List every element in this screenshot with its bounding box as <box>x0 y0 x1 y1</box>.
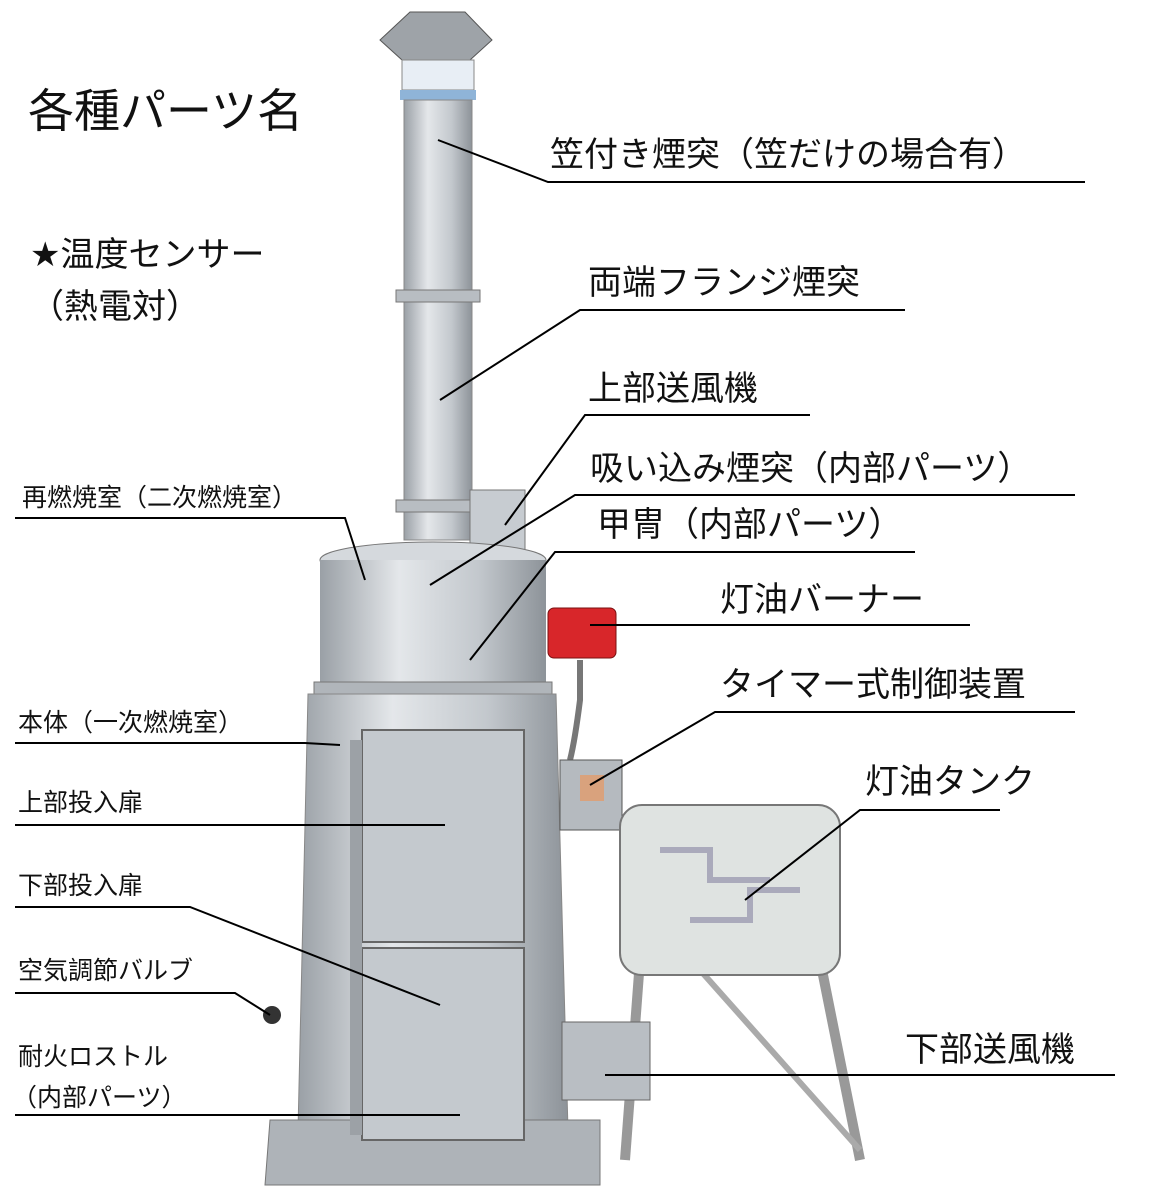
kerosene-burner <box>547 607 617 659</box>
upper-door <box>361 729 525 943</box>
upper-blower <box>469 489 526 551</box>
label-main-body: 本体（一次燃焼室） <box>18 708 244 737</box>
afterburn-chamber <box>313 541 553 695</box>
label-upper-blower: 上部送風機 <box>588 369 758 409</box>
chimney <box>379 11 493 541</box>
air-valve <box>263 1006 281 1024</box>
label-grate: 耐火ロストル <box>18 1042 169 1071</box>
label-chimney-cap: 笠付き煙突（笠だけの場合有） <box>550 135 1026 175</box>
label-air-valve: 空気調節バルブ <box>18 956 194 985</box>
leader-lines <box>15 139 1115 1116</box>
label-kerosene-tank: 灯油タンク <box>865 762 1035 802</box>
label-lower-blower: 下部送風機 <box>905 1030 1075 1070</box>
label-grate-sub: （内部パーツ） <box>12 1083 187 1112</box>
label-lower-door: 下部投入扉 <box>18 871 144 900</box>
page-title: 各種パーツ名 <box>28 84 304 138</box>
label-afterburn-chamber: 再燃焼室（二次燃焼室） <box>22 483 298 512</box>
sensor-label: ★温度センサー <box>30 235 265 275</box>
label-suction-chimney: 吸い込み煙突（内部パーツ） <box>590 449 1032 489</box>
label-upper-door: 上部投入扉 <box>18 788 144 817</box>
sensor-sublabel: （熱電対） <box>30 287 200 327</box>
label-flange-chimney: 両端フランジ煙突 <box>588 263 860 303</box>
lower-door <box>361 947 525 1141</box>
kerosene-tank <box>619 804 865 1161</box>
label-timer-control: タイマー式制御装置 <box>720 665 1026 705</box>
lower-blower <box>561 1021 651 1101</box>
label-helmet: 甲冑（内部パーツ） <box>597 505 903 545</box>
label-kerosene-burner: 灯油バーナー <box>720 580 924 620</box>
